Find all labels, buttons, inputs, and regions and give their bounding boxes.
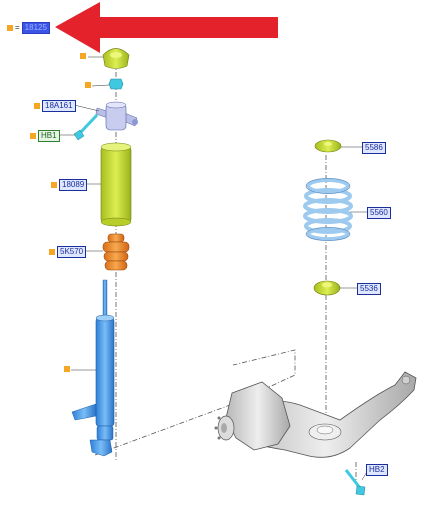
red-pointer-arrow [55,2,278,53]
upper-mount-cap [102,48,130,69]
header-callout: = 18125 [7,22,50,34]
callout-shock-absorber[interactable] [64,366,70,372]
callout-lower-spring-seat[interactable]: 5536 [357,283,381,295]
upper-spring-seat [314,139,342,153]
callout-upper-mount-bracket[interactable]: 18A161 [34,100,76,112]
callout-coil-spring[interactable]: 5560 [367,207,391,219]
part-number-tag[interactable]: HB2 [366,464,388,476]
part-number-tag[interactable]: 18A161 [42,100,76,112]
shock-absorber [71,279,115,457]
equals-sign: = [15,23,20,32]
wheel-knuckle [214,381,291,451]
part-number-tag[interactable]: 5536 [357,283,381,295]
callout-square-icon [64,366,70,372]
callout-upper-spring-seat[interactable]: 5586 [362,142,386,154]
callout-square-icon [49,249,55,255]
upper-mount-bracket [95,101,138,131]
callout-dust-boot[interactable]: 18089 [51,179,88,191]
part-number-tag[interactable]: 5586 [362,142,386,154]
highlighted-part-number[interactable]: 18125 [21,22,50,34]
part-number-tag[interactable]: 5560 [367,207,391,219]
upper-nut [108,78,124,90]
lower-spring-seat [313,280,341,296]
callout-lower-bolt[interactable]: HB2 [366,464,388,476]
callout-square-icon [85,82,91,88]
callout-leaders [58,56,369,481]
bracket-bolt [73,113,99,141]
callout-upper-mount-cap[interactable] [80,53,86,59]
lower-bolt [344,469,366,496]
callout-upper-nut[interactable] [85,82,91,88]
part-number-tag[interactable]: HB1 [38,130,60,142]
bump-stop [102,233,130,271]
coil-spring-outline [305,178,351,241]
callout-square-icon [34,103,40,109]
callout-square-icon [30,133,36,139]
callout-square-icon [7,25,13,31]
callout-square-icon [51,182,57,188]
callout-square-icon [80,53,86,59]
callout-bracket-bolt[interactable]: HB1 [30,130,60,142]
part-number-tag[interactable]: 18089 [59,179,88,191]
part-number-tag[interactable]: 5K570 [57,246,87,258]
dust-boot [100,142,132,227]
coil-spring [303,178,353,241]
callout-bump-stop[interactable]: 5K570 [49,246,87,258]
